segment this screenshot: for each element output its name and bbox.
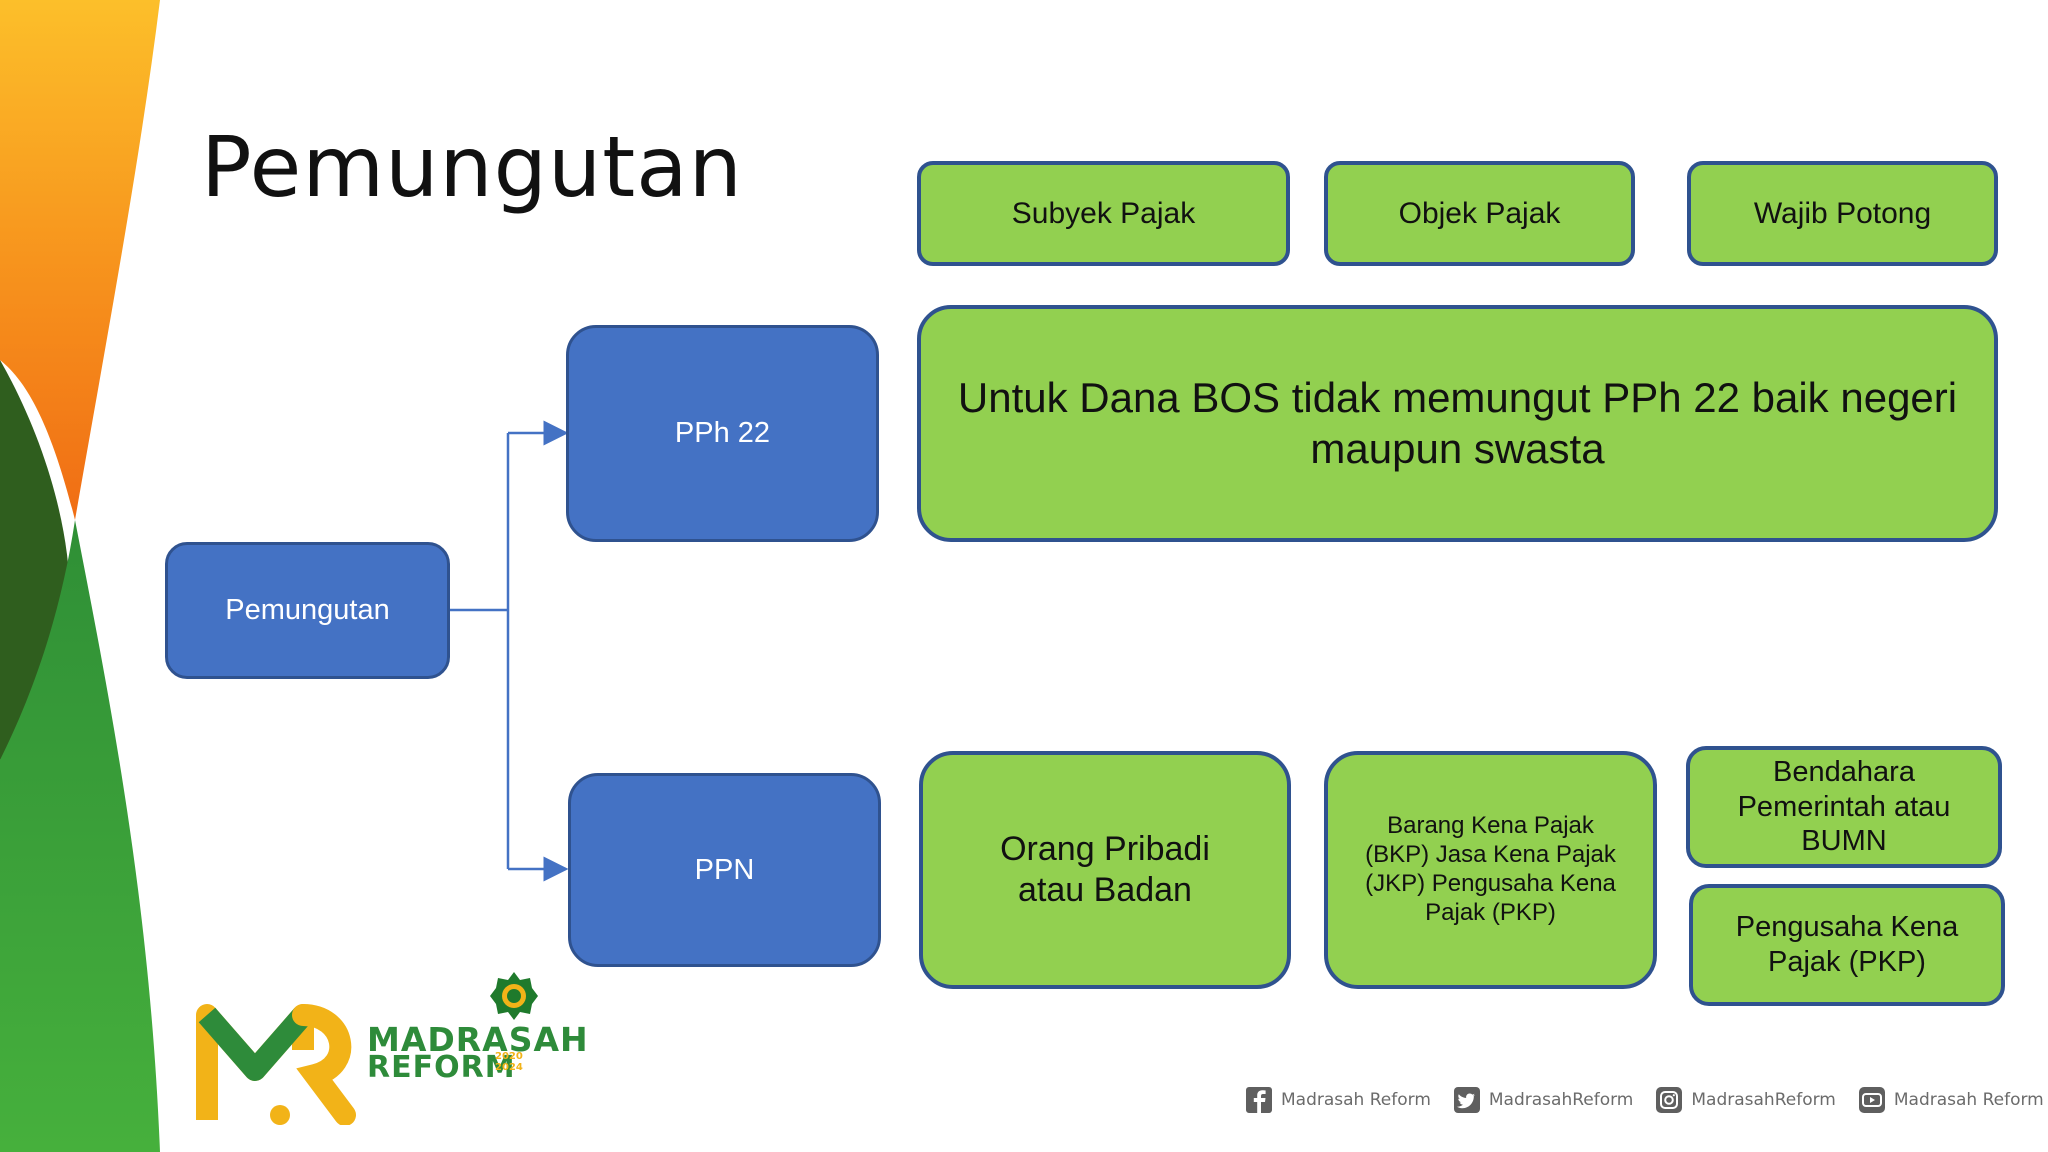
ppn-wajib-text-2: Pengusaha Kena Pajak (PKP) — [1735, 911, 1959, 978]
ppn-objek-box: Barang Kena Pajak (BKP) Jasa Kena Pajak … — [1324, 751, 1657, 989]
social-instagram[interactable]: MadrasahReform — [1655, 1086, 1836, 1114]
ppn-wajib-box-2: Pengusaha Kena Pajak (PKP) — [1689, 884, 2005, 1006]
branch-node-ppn: PPN — [568, 773, 881, 967]
social-label: MadrasahReform — [1691, 1090, 1836, 1110]
youtube-icon — [1858, 1087, 1885, 1113]
root-node-pemungutan: Pemungutan — [165, 542, 450, 679]
header-label: Wajib Potong — [1753, 196, 1932, 230]
ppn-wajib-box-1: Bendahara Pemerintah atau BUMN — [1686, 746, 2002, 868]
instagram-icon — [1656, 1087, 1683, 1113]
header-label: Subyek Pajak — [1011, 196, 1196, 230]
brand-years: 2020 2024 — [495, 1051, 523, 1073]
social-label: Madrasah Reform — [1893, 1090, 2044, 1110]
branch-node-pph22: PPh 22 — [566, 325, 879, 542]
branch-label-pph22: PPh 22 — [674, 417, 771, 450]
ministry-emblem-icon — [490, 972, 538, 1020]
social-youtube[interactable]: Madrasah Reform — [1858, 1086, 2044, 1114]
ppn-subyek-text: Orang Pribadi atau Badan — [1000, 830, 1210, 909]
brand-name-line1: MADRASAH — [367, 1020, 589, 1059]
branch-label-ppn: PPN — [694, 853, 755, 886]
social-label: Madrasah Reform — [1281, 1090, 1431, 1110]
pph22-note: Untuk Dana BOS tidak memungut PPh 22 bai… — [917, 305, 1998, 542]
slide-title: Pemungutan — [201, 118, 743, 216]
header-objek-pajak: Objek Pajak — [1324, 161, 1635, 266]
social-facebook[interactable]: Madrasah Reform — [1245, 1086, 1431, 1114]
madrasah-reform-logo — [196, 1004, 356, 1125]
header-wajib-potong: Wajib Potong — [1687, 161, 1998, 266]
facebook-icon — [1246, 1087, 1272, 1113]
social-label: MadrasahReform — [1488, 1090, 1634, 1110]
header-subyek-pajak: Subyek Pajak — [917, 161, 1290, 266]
ppn-objek-text: Barang Kena Pajak (BKP) Jasa Kena Pajak … — [1365, 812, 1616, 926]
social-twitter[interactable]: MadrasahReform — [1453, 1086, 1633, 1114]
brand-name-line2: REFORM — [367, 1050, 516, 1085]
header-label: Objek Pajak — [1398, 196, 1561, 230]
social-links: Madrasah Reform MadrasahReform MadrasahR… — [1245, 1086, 2044, 1114]
decorative-side-bands — [0, 0, 160, 1152]
ppn-wajib-text-1: Bendahara Pemerintah atau BUMN — [1737, 755, 1951, 858]
twitter-icon — [1453, 1087, 1480, 1113]
pph22-note-text: Untuk Dana BOS tidak memungut PPh 22 bai… — [957, 374, 1958, 472]
root-node-label: Pemungutan — [225, 594, 390, 627]
ppn-subyek-box: Orang Pribadi atau Badan — [919, 751, 1291, 989]
